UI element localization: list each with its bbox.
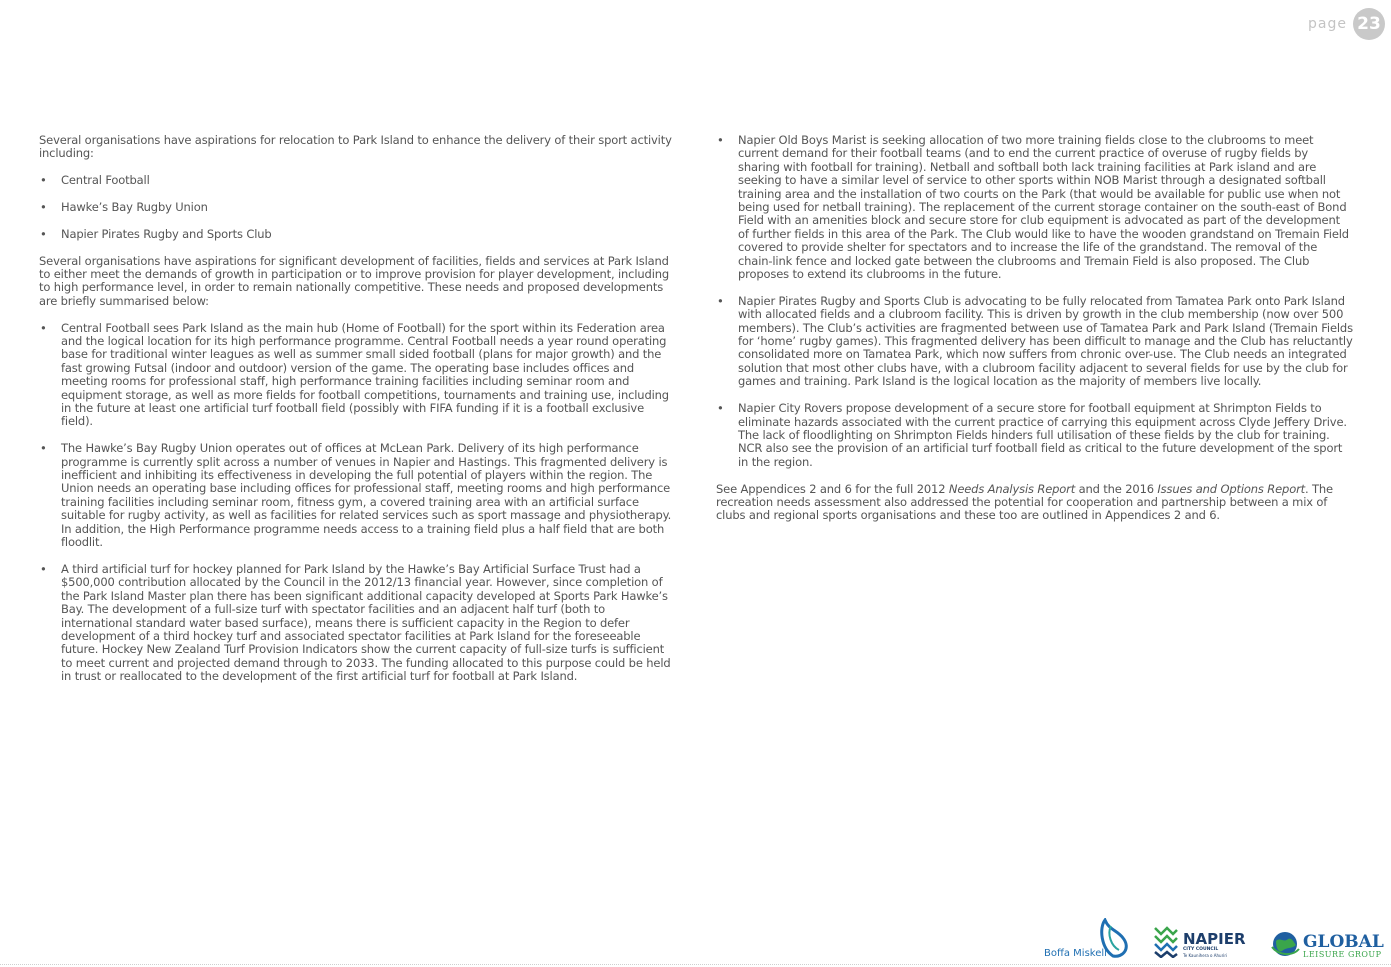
right-column: Napier Old Boys Marist is seeking alloca…: [716, 133, 1353, 536]
list-item: Napier Pirates Rugby and Sports Club: [39, 227, 676, 242]
boffa-miskell-logo: Boffa Miskell: [1043, 918, 1133, 960]
list-item: Napier City Rovers propose development o…: [716, 401, 1353, 469]
list-item: A third artificial turf for hockey plann…: [39, 562, 676, 684]
report-title: Issues and Options Report: [1157, 481, 1306, 496]
napier-logo-tagline: Te Kaunihera o Ahuriri: [1183, 953, 1228, 958]
closing-text: . The recreation needs assessment also a…: [716, 481, 1333, 523]
development-list: Central Football sees Park Island as the…: [39, 321, 676, 684]
left-column: Several organisations have aspirations f…: [39, 133, 676, 697]
global-logo-subtext: LEISURE GROUP: [1303, 950, 1382, 959]
list-item: Central Football: [39, 173, 676, 188]
list-item: Napier Old Boys Marist is seeking alloca…: [716, 133, 1353, 281]
list-item: The Hawke’s Bay Rugby Union operates out…: [39, 442, 676, 549]
intro-paragraph: Several organisations have aspirations f…: [39, 133, 672, 161]
globe-icon: [1271, 932, 1300, 956]
page-label: page: [1308, 16, 1347, 32]
page-number: page 23: [1308, 8, 1385, 40]
report-title: Needs Analysis Report: [948, 481, 1076, 496]
footer-divider: [0, 964, 1391, 965]
closing-text: and the 2016: [1075, 481, 1158, 496]
club-needs-list: Napier Old Boys Marist is seeking alloca…: [716, 133, 1353, 469]
boffa-swoosh-icon: [1100, 918, 1128, 958]
napier-logo-subtext: CITY COUNCIL: [1183, 947, 1219, 952]
global-logo-text: GLOBAL: [1303, 932, 1384, 952]
closing-paragraph: See Appendices 2 and 6 for the full 2012…: [716, 481, 1353, 523]
napier-logo-text: NAPIER: [1183, 930, 1246, 948]
list-item: Napier Pirates Rugby and Sports Club is …: [716, 294, 1353, 389]
organisation-list: Central Football Hawke’s Bay Rugby Union…: [39, 173, 676, 242]
napier-wave-icon: [1154, 926, 1178, 958]
list-item: Hawke’s Bay Rugby Union: [39, 200, 676, 215]
global-leisure-group-logo: GLOBAL LEISURE GROUP: [1270, 925, 1384, 959]
development-intro-paragraph: Several organisations have aspirations f…: [39, 253, 670, 308]
napier-city-council-logo: NAPIER CITY COUNCIL Te Kaunihera o Ahuri…: [1153, 922, 1246, 958]
page-number-badge: 23: [1353, 8, 1385, 40]
list-item: Central Football sees Park Island as the…: [39, 321, 676, 429]
closing-text: See Appendices 2 and 6 for the full 2012: [716, 481, 949, 496]
boffa-logo-text: Boffa Miskell: [1044, 948, 1107, 959]
